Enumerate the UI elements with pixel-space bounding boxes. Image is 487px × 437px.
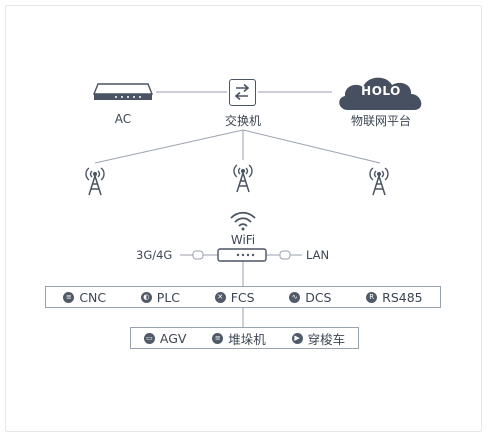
cloud-text: HOLO <box>361 84 401 98</box>
ac-device-icon <box>92 83 154 100</box>
shuttle-icon: ▶ <box>291 332 303 344</box>
lan-label: LAN <box>306 248 330 262</box>
cnc-icon: ≡ <box>63 291 75 303</box>
tower-icon-center <box>233 164 253 193</box>
protocol-item-rs485: R RS485 <box>366 289 423 305</box>
protocol-item-fcs: ✕ FCS <box>214 289 255 305</box>
switch-label: 交换机 <box>224 114 261 128</box>
equipment-item-stacker: ≡ 堆垛机 <box>212 329 266 348</box>
tower-icon-right <box>369 167 389 196</box>
protocol-bar: ≡ CNC ◐ PLC ✕ FCS ∿ DCS R RS485 <box>45 286 441 308</box>
equipment-label: 堆垛机 <box>228 331 266 347</box>
protocol-label: CNC <box>79 289 107 305</box>
equipment-label: AGV <box>159 330 187 346</box>
protocol-item-cnc: ≡ CNC <box>63 290 106 305</box>
fcs-icon: ✕ <box>214 291 226 303</box>
protocol-item-dcs: ∿ DCS <box>289 289 332 305</box>
cloud-label: 物联网平台 <box>350 114 411 128</box>
protocol-label: PLC <box>156 289 181 305</box>
ac-label: AC <box>114 112 132 126</box>
protocol-label: FCS <box>230 289 255 305</box>
tower-icon-left <box>85 167 105 196</box>
cellular-label: 3G/4G <box>136 248 173 262</box>
protocol-label: RS485 <box>382 289 423 305</box>
switch-icon <box>229 79 256 106</box>
equipment-bar: ▭ AGV ≡ 堆垛机 ▶ 穿梭车 <box>130 327 359 349</box>
cloud-icon <box>339 77 422 110</box>
equipment-item-agv: ▭ AGV <box>143 330 187 346</box>
dcs-icon: ∿ <box>289 291 301 303</box>
wifi-icon <box>230 211 256 231</box>
protocol-label: DCS <box>305 289 332 305</box>
agv-icon: ▭ <box>143 332 155 344</box>
stacker-icon: ≡ <box>212 332 224 344</box>
protocol-item-plc: ◐ PLC <box>140 289 181 305</box>
rs485-icon: R <box>366 291 378 303</box>
wifi-label: WiFi <box>230 233 256 247</box>
plc-icon: ◐ <box>140 291 152 303</box>
equipment-label: 穿梭车 <box>307 331 346 347</box>
equipment-item-shuttle: ▶ 穿梭车 <box>291 329 346 348</box>
